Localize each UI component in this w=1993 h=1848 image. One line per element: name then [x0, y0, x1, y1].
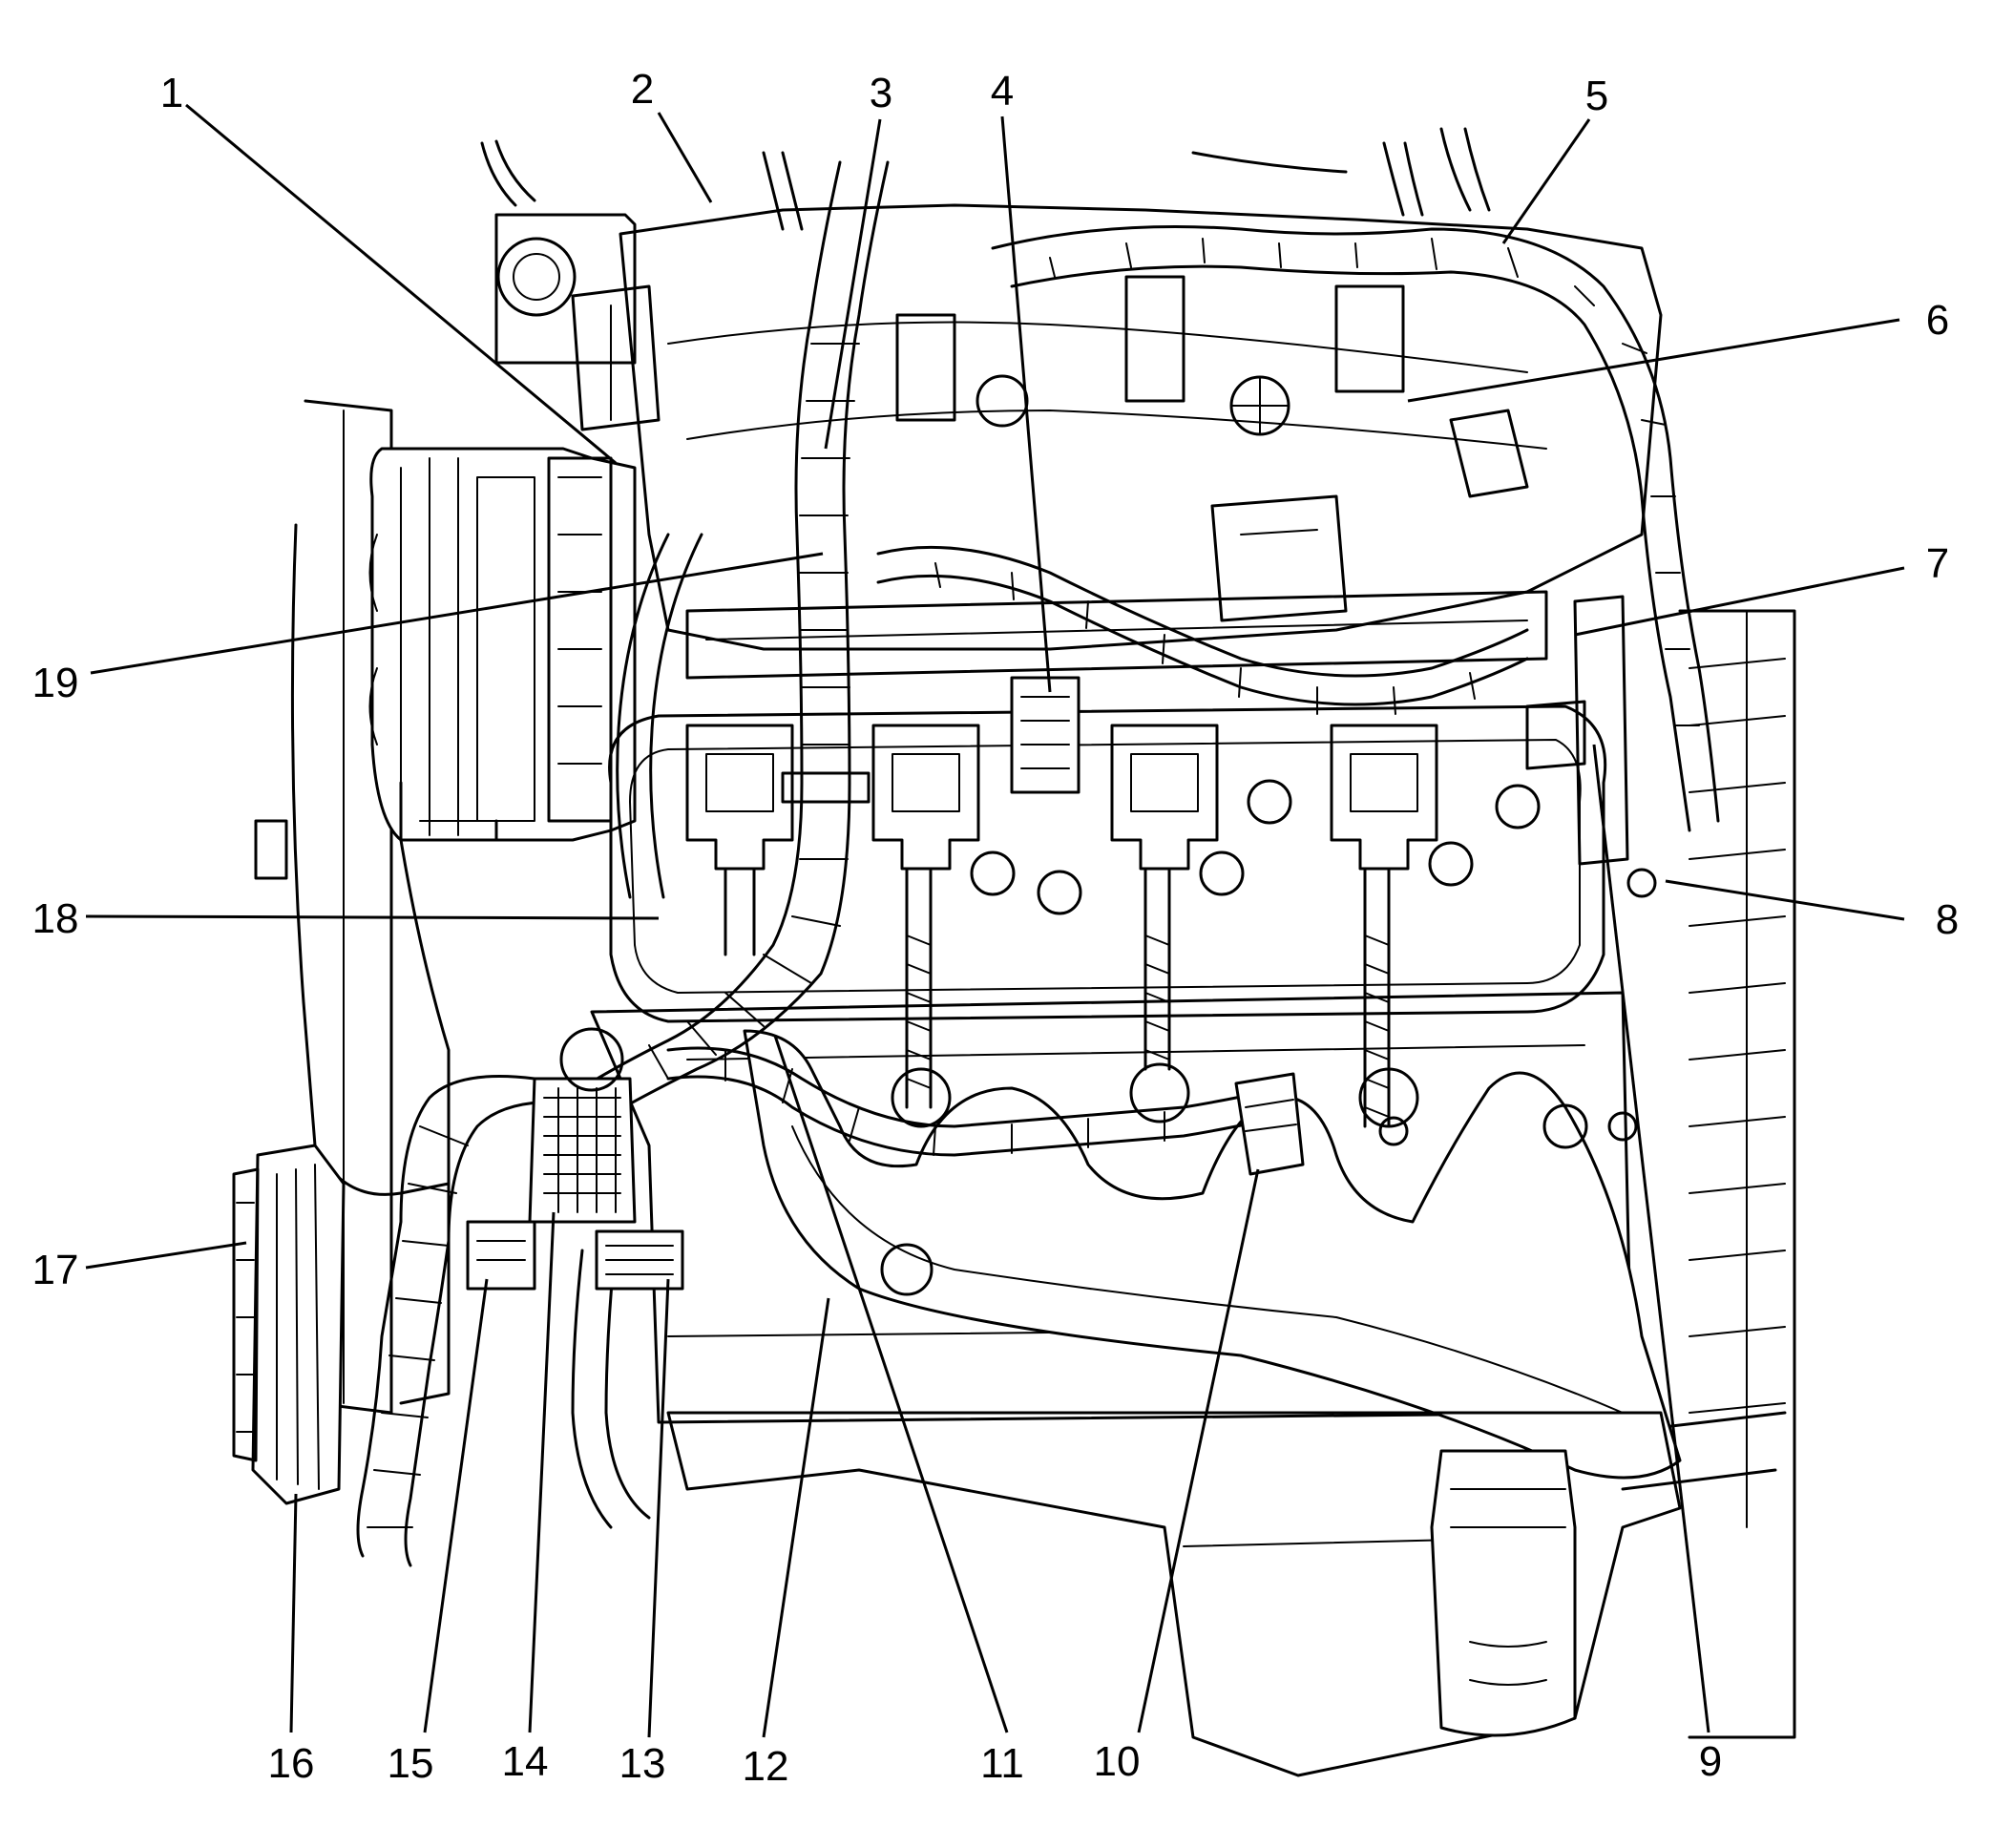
leader-13 [647, 1278, 670, 1738]
callout-5: 5 [1585, 73, 1608, 119]
small-connectors [466, 1220, 684, 1291]
fuel-rail [685, 590, 1548, 680]
callout-4: 4 [991, 68, 1014, 115]
callout-7: 7 [1926, 540, 1949, 587]
leader-4 [1000, 116, 1052, 693]
sensor-connector-4 [1010, 676, 1080, 794]
leader-19 [90, 552, 824, 675]
leader-16 [289, 1493, 298, 1733]
callout-18: 18 [32, 895, 79, 942]
callout-15: 15 [388, 1740, 434, 1787]
branch-harnesses [571, 225, 1720, 1529]
callout-14: 14 [502, 1738, 549, 1785]
leader-12 [762, 1297, 830, 1738]
callout-1: 1 [160, 70, 183, 116]
ignition-coils [685, 724, 1438, 1128]
leader-14 [528, 1211, 556, 1733]
leader-11 [773, 1035, 1009, 1733]
leader-7 [1574, 566, 1905, 637]
callout-9: 9 [1699, 1738, 1722, 1785]
callout-labels: 1 2 3 4 5 6 7 8 9 10 11 12 13 14 15 16 1… [32, 66, 1960, 1790]
leader-6 [1407, 318, 1900, 403]
throttle-body [494, 213, 661, 431]
leader-8 [1665, 879, 1905, 921]
callout-3: 3 [870, 70, 892, 116]
alternator [368, 447, 637, 842]
engine-control-module [232, 1144, 346, 1505]
callout-10: 10 [1094, 1738, 1141, 1785]
main-wiring-harness [356, 160, 890, 1567]
callout-2: 2 [631, 66, 654, 113]
transmission-housing [1621, 609, 1796, 1739]
leader-15 [423, 1278, 489, 1733]
callout-16: 16 [268, 1740, 315, 1787]
callout-17: 17 [32, 1247, 79, 1293]
leader-3 [824, 118, 882, 450]
upper-hoses [480, 127, 1491, 231]
intake-manifold [619, 203, 1663, 651]
engine-harness-connector-block [528, 1027, 637, 1224]
leader-2 [657, 112, 713, 203]
callout-13: 13 [619, 1740, 666, 1787]
callout-leaders [85, 103, 1905, 1738]
leader-1 [185, 103, 617, 465]
callout-6: 6 [1926, 297, 1949, 344]
leader-18 [85, 914, 660, 920]
leader-5 [1501, 118, 1591, 244]
oil-filter [1430, 1449, 1577, 1737]
oxygen-sensor-connector [1234, 1072, 1305, 1176]
leader-10 [1137, 1168, 1260, 1733]
leader-9 [1592, 744, 1710, 1733]
right-bracket [1525, 595, 1657, 898]
callout-11: 11 [980, 1740, 1024, 1787]
engine-line-art [232, 127, 1796, 1777]
callout-12: 12 [743, 1743, 789, 1790]
exhaust-manifold [743, 1029, 1682, 1480]
callout-8: 8 [1936, 896, 1959, 943]
callout-19: 19 [32, 660, 79, 706]
leader-17 [85, 1241, 247, 1270]
